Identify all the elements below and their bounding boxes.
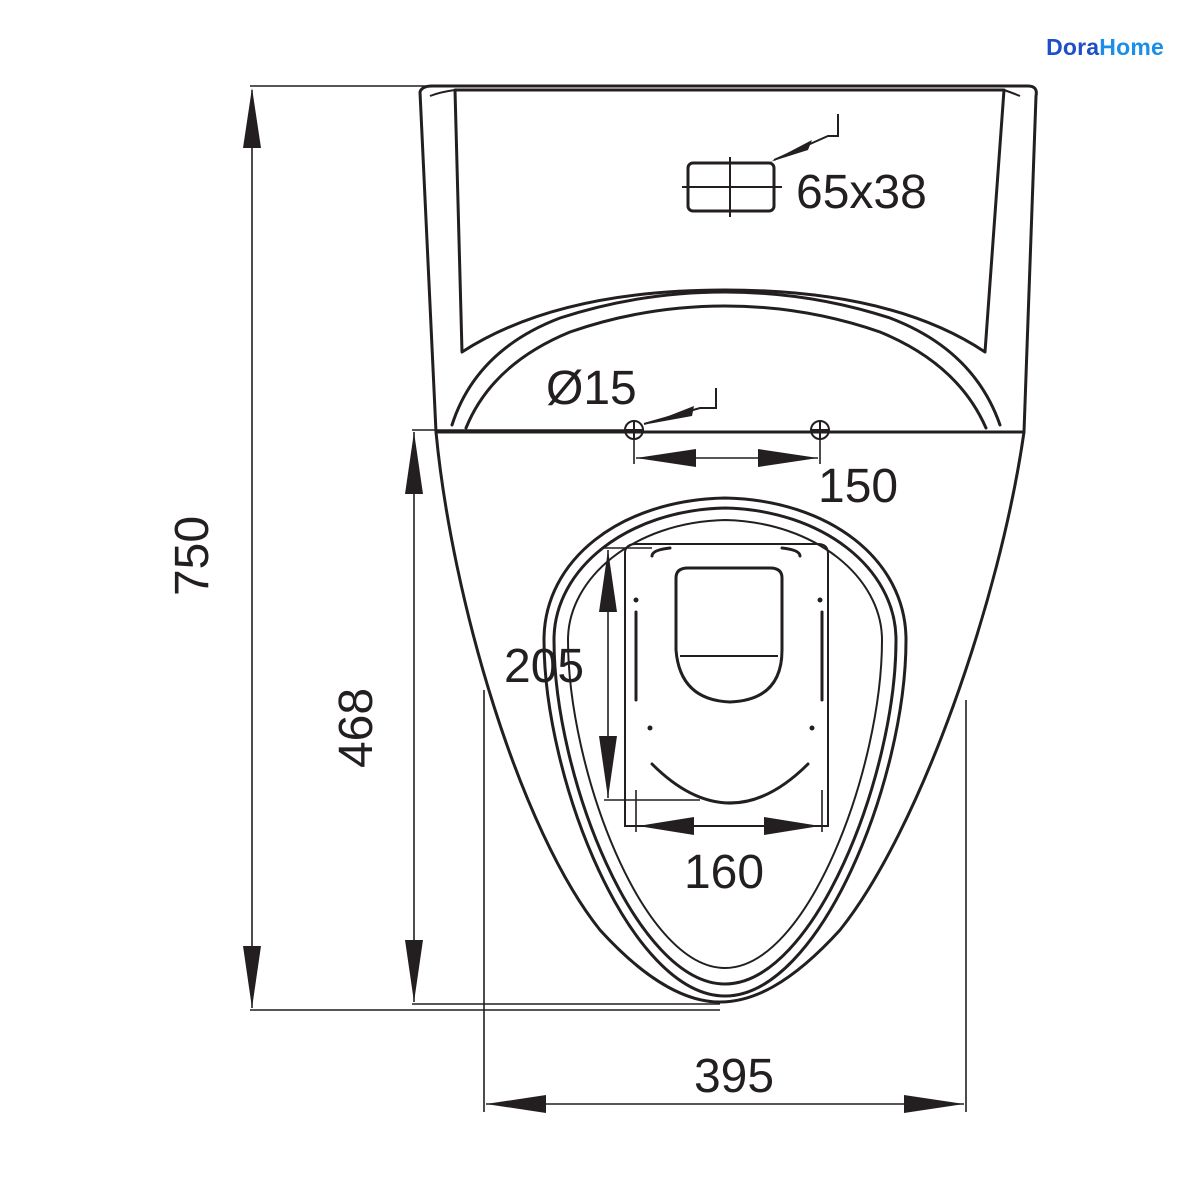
dimension-750 [243,85,720,1011]
brand-logo-part2: Home [1099,34,1164,60]
label-468: 468 [330,688,383,768]
dimension-150 [633,440,821,467]
brand-logo-part1: Dora [1046,34,1100,60]
label-395: 395 [694,1050,774,1103]
dimension-205 [599,547,700,801]
label-750: 750 [166,516,219,596]
brand-logo: DoraHome [1046,34,1164,61]
flush-button-leader [770,114,839,162]
toilet-outline [418,84,1038,1004]
label-65x38: 65x38 [796,166,927,219]
label-150: 150 [818,460,898,513]
mounting-hole-right [810,420,830,440]
dimension-160 [635,790,823,835]
hole-diameter-leader [643,388,717,425]
flush-button-outline [682,157,782,217]
label-diameter-15: Ø15 [546,362,637,415]
dimension-395 [483,690,967,1113]
dimension-468 [405,429,720,1005]
label-205: 205 [504,640,584,693]
label-160: 160 [684,846,764,899]
